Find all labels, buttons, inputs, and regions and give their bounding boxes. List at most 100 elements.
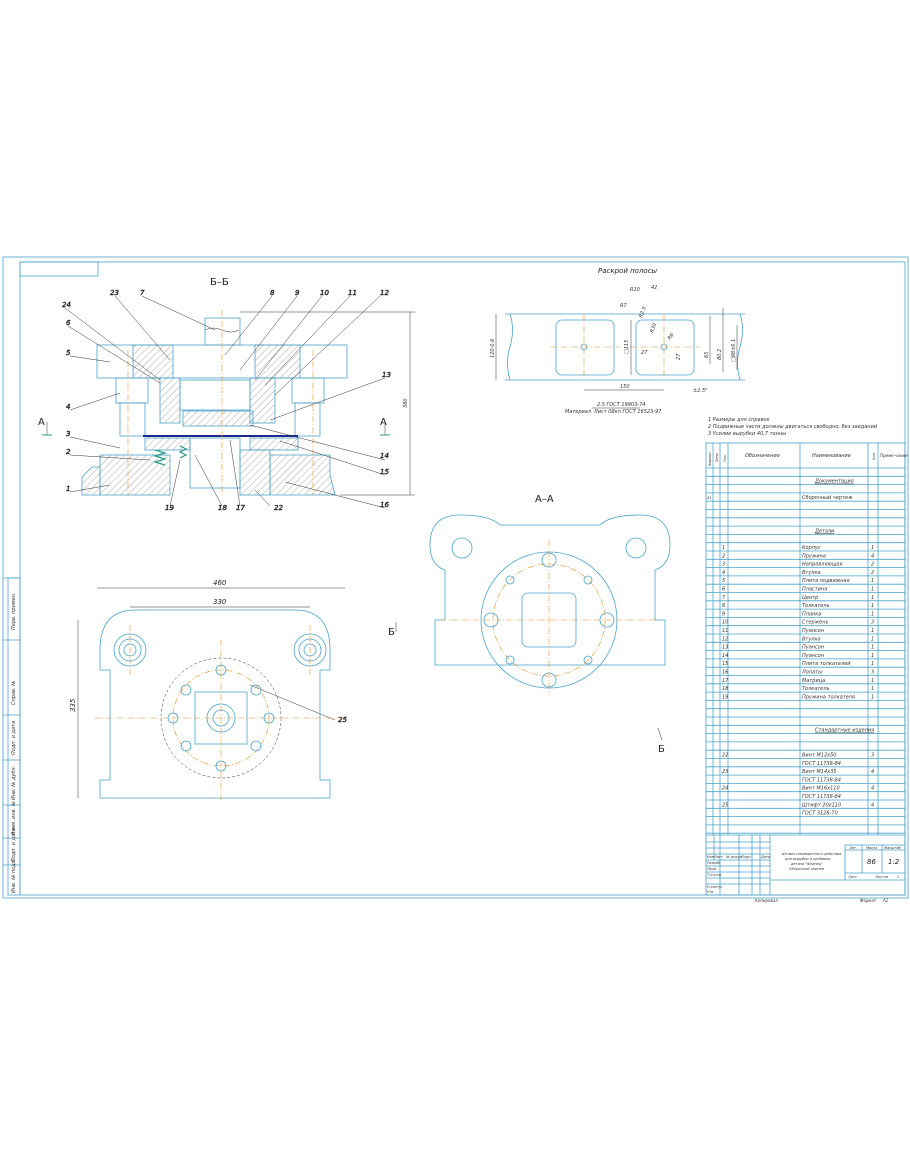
tb-lit-label: Лит. bbox=[848, 846, 857, 850]
spec-position: 12 bbox=[722, 636, 728, 642]
svg-text:4: 4 bbox=[66, 403, 70, 411]
spec-quantity: 1 bbox=[871, 595, 874, 601]
cut-mark-a-right: А bbox=[380, 417, 387, 428]
spec-quantity: 1 bbox=[871, 653, 874, 659]
svg-text:8: 8 bbox=[270, 289, 275, 297]
spec-name: Стержень bbox=[802, 620, 829, 626]
spec-position: 7 bbox=[722, 595, 726, 601]
spec-name: ГОСТ 11738-84 bbox=[802, 777, 841, 783]
spec-quantity: 1 bbox=[871, 603, 874, 609]
spec-position: 17 bbox=[722, 678, 729, 684]
svg-text:16: 16 bbox=[380, 501, 389, 509]
spec-name: Пуансон bbox=[802, 628, 825, 634]
spec-quantity: 1 bbox=[871, 628, 874, 634]
tb-copied: Копировал bbox=[755, 898, 778, 903]
section-aa-view: А–А bbox=[429, 494, 671, 695]
cut-mark-b-top: Б bbox=[388, 627, 395, 638]
spec-position: 4 bbox=[722, 570, 725, 576]
dim-r7: R7 bbox=[620, 303, 627, 309]
spec-quantity: 1 bbox=[871, 694, 874, 700]
strip-layout-title: Раскрой полосы bbox=[598, 267, 658, 275]
spec-row: ГОСТ 11738-84 bbox=[706, 777, 905, 784]
spec-position: 22 bbox=[722, 753, 728, 759]
tb-format-label: Формат bbox=[860, 898, 877, 903]
dim-sq115: □115 bbox=[624, 340, 630, 354]
spec-row: 11 Пуансон 1 bbox=[706, 628, 905, 635]
spec-quantity: 1 bbox=[871, 678, 874, 684]
spec-row: ГОСТ 11738-84 bbox=[706, 794, 905, 801]
dim-460: 460 bbox=[213, 579, 227, 587]
svg-text:19: 19 bbox=[165, 504, 174, 512]
plan-view: 460 330 335 Б Б bbox=[69, 579, 665, 800]
spec-header-designation: Обозначение bbox=[745, 453, 780, 459]
svg-text:3: 3 bbox=[66, 430, 70, 438]
dim-r10: R10 bbox=[630, 287, 640, 293]
spec-position: 24 bbox=[722, 786, 728, 792]
spec-quantity: 1 bbox=[871, 661, 874, 667]
dim-27-v: 27 bbox=[676, 353, 682, 360]
dim-angle: ±2.5° bbox=[693, 388, 708, 394]
dim-step: 150 bbox=[620, 384, 630, 390]
svg-text:6: 6 bbox=[66, 319, 71, 327]
strip-layout-view: Раскрой полосы 120-0.6 150 □115 □98±0.1 … bbox=[490, 267, 745, 415]
spec-position: 1 bbox=[722, 545, 725, 551]
tb-row-ncontrol: Н.контр. bbox=[707, 885, 723, 889]
tb-title-3: детали "Фланец" bbox=[790, 862, 823, 866]
spec-row: ГОСТ 3128-70 bbox=[706, 811, 905, 817]
spec-position: 25 bbox=[722, 802, 728, 808]
tb-sheet-label: Лист bbox=[847, 875, 858, 879]
tb-title-4: Сборочный чертеж bbox=[789, 867, 825, 871]
spec-name: Винт М12х50 bbox=[802, 753, 836, 759]
tb-format-value: А1 bbox=[882, 898, 888, 903]
tb-scale-value: 1:2 bbox=[888, 858, 900, 866]
spec-name: ГОСТ 11738-84 bbox=[802, 794, 841, 800]
dim-r25: R2.5 bbox=[638, 306, 648, 319]
dim-sq98: □98±0.1 bbox=[731, 339, 737, 362]
spec-name: Плита подвижная bbox=[802, 578, 850, 584]
spec-quantity: 4 bbox=[871, 786, 874, 792]
spec-position: 2 bbox=[722, 553, 725, 559]
tb-col-sign: Подп. bbox=[741, 855, 752, 859]
svg-text:9: 9 bbox=[295, 289, 300, 297]
spec-quantity: 4 bbox=[871, 553, 874, 559]
spec-quantity: 3 bbox=[871, 670, 874, 676]
spec-name: Втулка bbox=[802, 570, 821, 576]
spec-name: Винт М16х110 bbox=[802, 786, 840, 792]
tb-mass-label: Масса bbox=[866, 846, 877, 850]
spec-name: Центр bbox=[802, 595, 818, 601]
spec-row: Детали bbox=[706, 528, 905, 535]
spec-position: 23 bbox=[722, 769, 728, 775]
material-line1: 2.5 ГОСТ 19903-74 bbox=[597, 402, 645, 408]
spec-name: Пружина толкателя bbox=[802, 694, 855, 700]
spec-quantity: 1 bbox=[871, 587, 874, 593]
spec-position: 15 bbox=[722, 661, 728, 667]
svg-text:15: 15 bbox=[380, 468, 389, 476]
spec-row: 24 Винт М16х110 4 bbox=[706, 786, 905, 793]
spec-header-note: Приме-чание bbox=[880, 453, 908, 458]
spec-position: 11 bbox=[722, 628, 728, 634]
tb-row-approve: Утв. bbox=[707, 890, 714, 894]
section-aa-label: А–А bbox=[535, 494, 554, 505]
spec-name: Штифт 20х110 bbox=[802, 802, 841, 808]
spec-header-zone: Зона bbox=[715, 453, 719, 462]
title-block: Изм Лист № докум. Подп. Дата Разраб. Про… bbox=[706, 834, 905, 903]
spec-header-format: Формат bbox=[708, 451, 712, 466]
spec-name: Винт М14х35 bbox=[802, 769, 836, 775]
spec-quantity: 2 bbox=[871, 570, 874, 576]
spec-name: Пластина bbox=[802, 587, 827, 593]
svg-text:14: 14 bbox=[380, 452, 389, 460]
dim-330: 330 bbox=[213, 598, 227, 606]
side-stamp: Перв. примен. Справ. № Подп. и дата Инв.… bbox=[3, 577, 21, 896]
spec-name: Пуансон bbox=[802, 645, 825, 651]
side-stamp-sign1: Подп. и дата bbox=[11, 721, 17, 755]
tb-sheets-label: Листов bbox=[874, 875, 888, 879]
svg-text:2: 2 bbox=[66, 448, 71, 456]
spec-row: ГОСТ 11738-84 bbox=[706, 761, 905, 768]
tb-row-check: Пров. bbox=[707, 867, 717, 871]
spec-position: 16 bbox=[722, 670, 728, 676]
